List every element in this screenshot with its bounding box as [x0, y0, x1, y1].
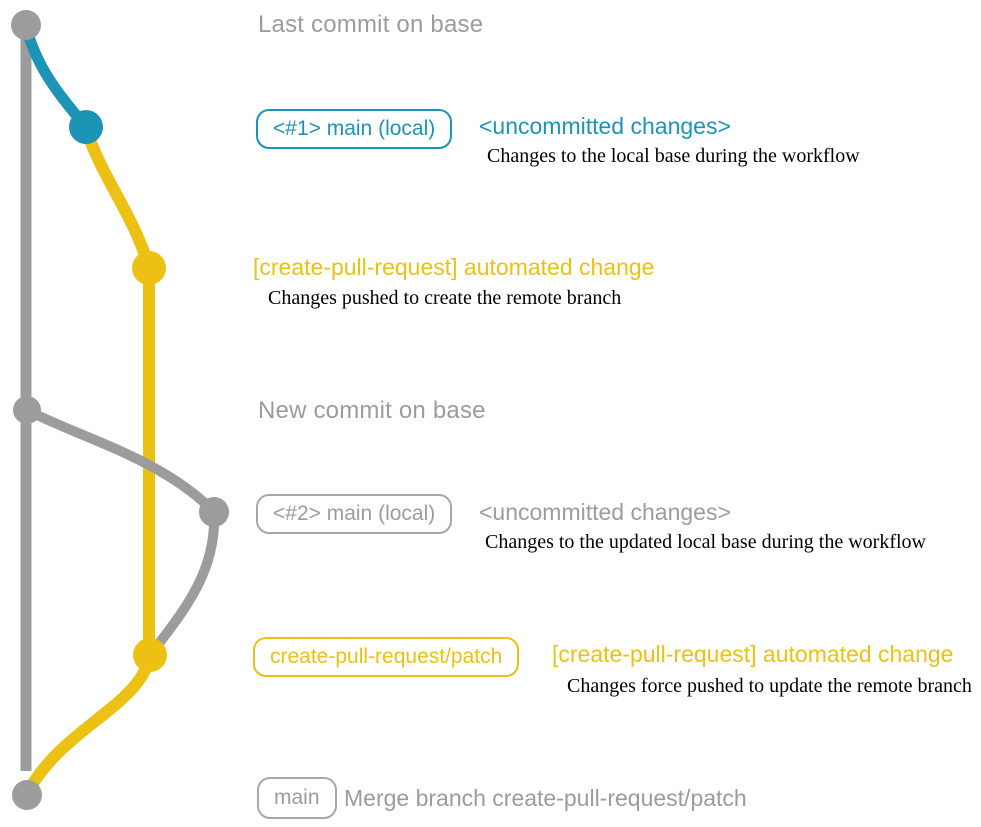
commit-dot-main-local-2: [199, 497, 229, 527]
branch-badge-main-local-2: <#2> main (local): [256, 494, 453, 534]
note-new-commit-on-base: New commit on base: [258, 397, 486, 424]
branch-badge-patch: create-pull-request/patch: [253, 637, 520, 677]
branch-badge-main: main: [257, 777, 337, 819]
git-graph: [11, 10, 229, 810]
commit-dot-patch-2: [133, 638, 167, 672]
base-rebase-curve: [145, 507, 220, 660]
commit2-description: Changes pushed to create the remote bran…: [268, 287, 622, 309]
commit-dot-main-local-1: [69, 110, 103, 144]
patch-merge-curve: [22, 649, 156, 798]
commit4-description: Changes force pushed to update the remot…: [567, 675, 972, 697]
merge-commit-message: Merge branch create-pull-request/patch: [344, 785, 747, 811]
commit1-title: <uncommitted changes>: [479, 113, 731, 139]
commit-dot-new-base: [13, 396, 41, 424]
commit1-description: Changes to the local base during the wor…: [487, 145, 860, 167]
commit2-title: [create-pull-request] automated change: [253, 254, 655, 280]
commit3-description: Changes to the updated local base during…: [485, 531, 926, 553]
note-last-commit-on-base: Last commit on base: [258, 11, 484, 38]
commit-dot-last-base: [11, 10, 41, 40]
commit4-title: [create-pull-request] automated change: [552, 641, 954, 667]
branch-badge-main-local-1: <#1> main (local): [256, 109, 453, 149]
commit-dot-patch-1: [132, 251, 166, 285]
main-local-branch-curve: [20, 21, 92, 133]
commit3-title: <uncommitted changes>: [479, 499, 731, 525]
base-update-curve: [22, 405, 219, 517]
commit-dot-merge: [12, 780, 42, 810]
patch-branch-line: [80, 121, 155, 661]
